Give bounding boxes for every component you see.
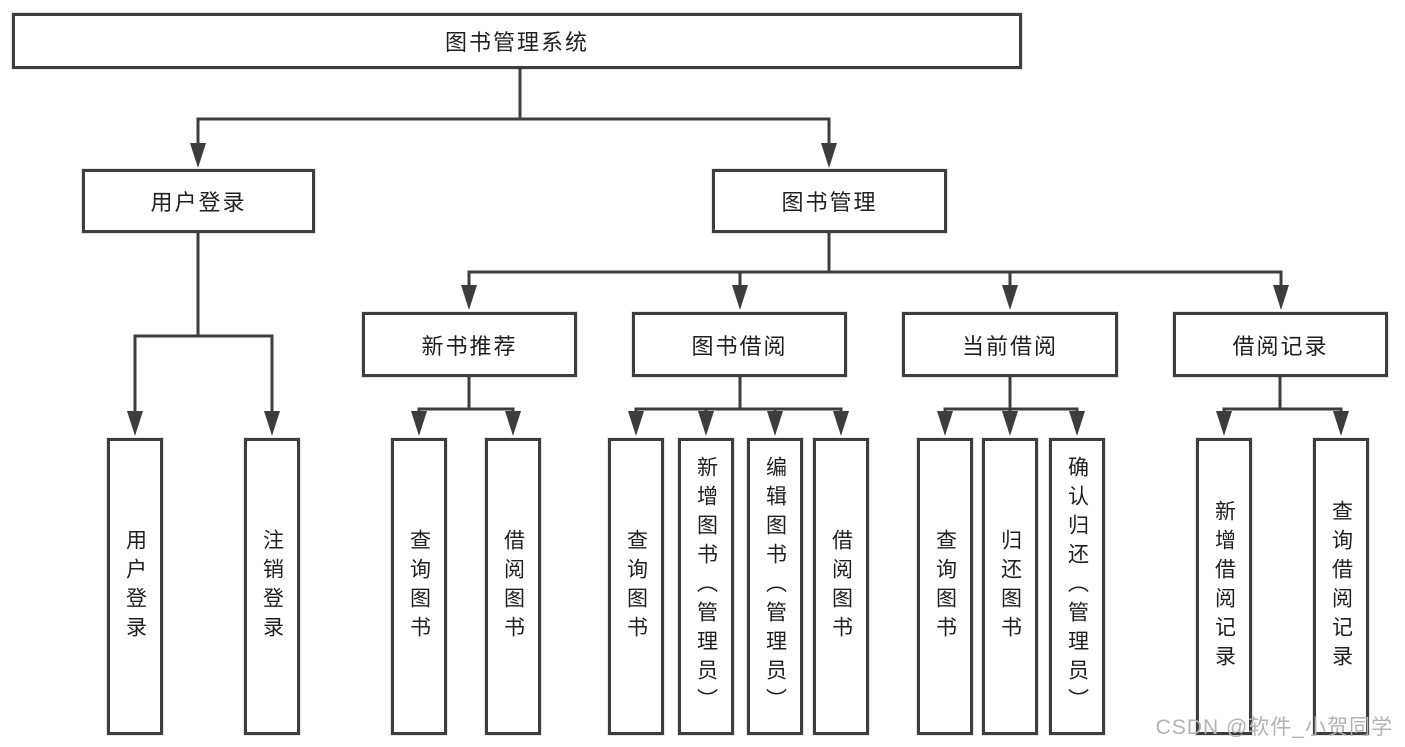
leaf-query-book-current-label: 查询图书: [933, 528, 957, 645]
root-label: 图书管理系统: [444, 30, 589, 55]
leaf-box-query-book-recommend: 查询图书: [391, 438, 447, 735]
node-box-new-book-recommend: 新书推荐: [362, 312, 577, 377]
node-box-book-borrow: 图书借阅: [632, 312, 847, 377]
new-book-recommend-label: 新书推荐: [421, 333, 518, 359]
node-box-root: 图书管理系统: [12, 13, 1022, 69]
current-borrow-label: 当前借阅: [961, 333, 1058, 359]
node-box-book-management: 图书管理: [712, 169, 947, 233]
leaf-box-logout: 注销登录: [244, 438, 300, 735]
leaf-box-query-book-current: 查询图书: [917, 438, 973, 735]
leaf-query-book-borrow-label: 查询图书: [624, 528, 648, 645]
leaf-box-edit-book-admin: 编辑图书（管理员）: [747, 438, 803, 735]
node-box-user-login: 用户登录: [82, 169, 315, 233]
leaf-box-add-borrow-record: 新增借阅记录: [1196, 438, 1252, 735]
leaf-box-confirm-return-admin: 确认归还（管理员）: [1049, 438, 1105, 735]
node-box-borrow-record: 借阅记录: [1173, 312, 1388, 377]
leaf-query-book-recommend-label: 查询图书: [407, 528, 431, 645]
leaf-borrow-book-recommend-label: 借阅图书: [501, 528, 525, 645]
book-management-label: 图书管理: [781, 190, 878, 215]
leaf-box-add-book-admin: 新增图书（管理员）: [678, 438, 734, 735]
leaf-box-borrow-book: 借阅图书: [813, 438, 869, 735]
borrow-record-label: 借阅记录: [1232, 333, 1329, 359]
leaf-confirm-return-admin-label: 确认归还（管理员）: [1065, 456, 1089, 717]
leaf-box-return-book: 归还图书: [982, 438, 1038, 735]
leaf-add-borrow-record-label: 新增借阅记录: [1212, 499, 1236, 674]
leaf-logout-label: 注销登录: [260, 528, 284, 645]
user-login-label: 用户登录: [150, 190, 247, 215]
leaf-box-query-book-borrow: 查询图书: [608, 438, 664, 735]
csdn-watermark: CSDN @软件_小贺同学: [1155, 716, 1393, 739]
leaf-edit-book-admin-label: 编辑图书（管理员）: [763, 456, 787, 717]
node-box-current-borrow: 当前借阅: [902, 312, 1118, 377]
leaf-return-book-label: 归还图书: [998, 528, 1022, 645]
leaf-borrow-book-label: 借阅图书: [829, 528, 853, 645]
book-borrow-label: 图书借阅: [691, 333, 788, 359]
leaf-add-book-admin-label: 新增图书（管理员）: [694, 456, 718, 717]
leaf-query-borrow-record-label: 查询借阅记录: [1329, 499, 1353, 674]
leaf-box-query-borrow-record: 查询借阅记录: [1313, 438, 1369, 735]
leaf-box-borrow-book-recommend: 借阅图书: [485, 438, 541, 735]
leaf-user-login-label: 用户登录: [123, 528, 147, 645]
arrowhead-icons: [127, 143, 1349, 436]
leaf-box-user-login: 用户登录: [107, 438, 163, 735]
